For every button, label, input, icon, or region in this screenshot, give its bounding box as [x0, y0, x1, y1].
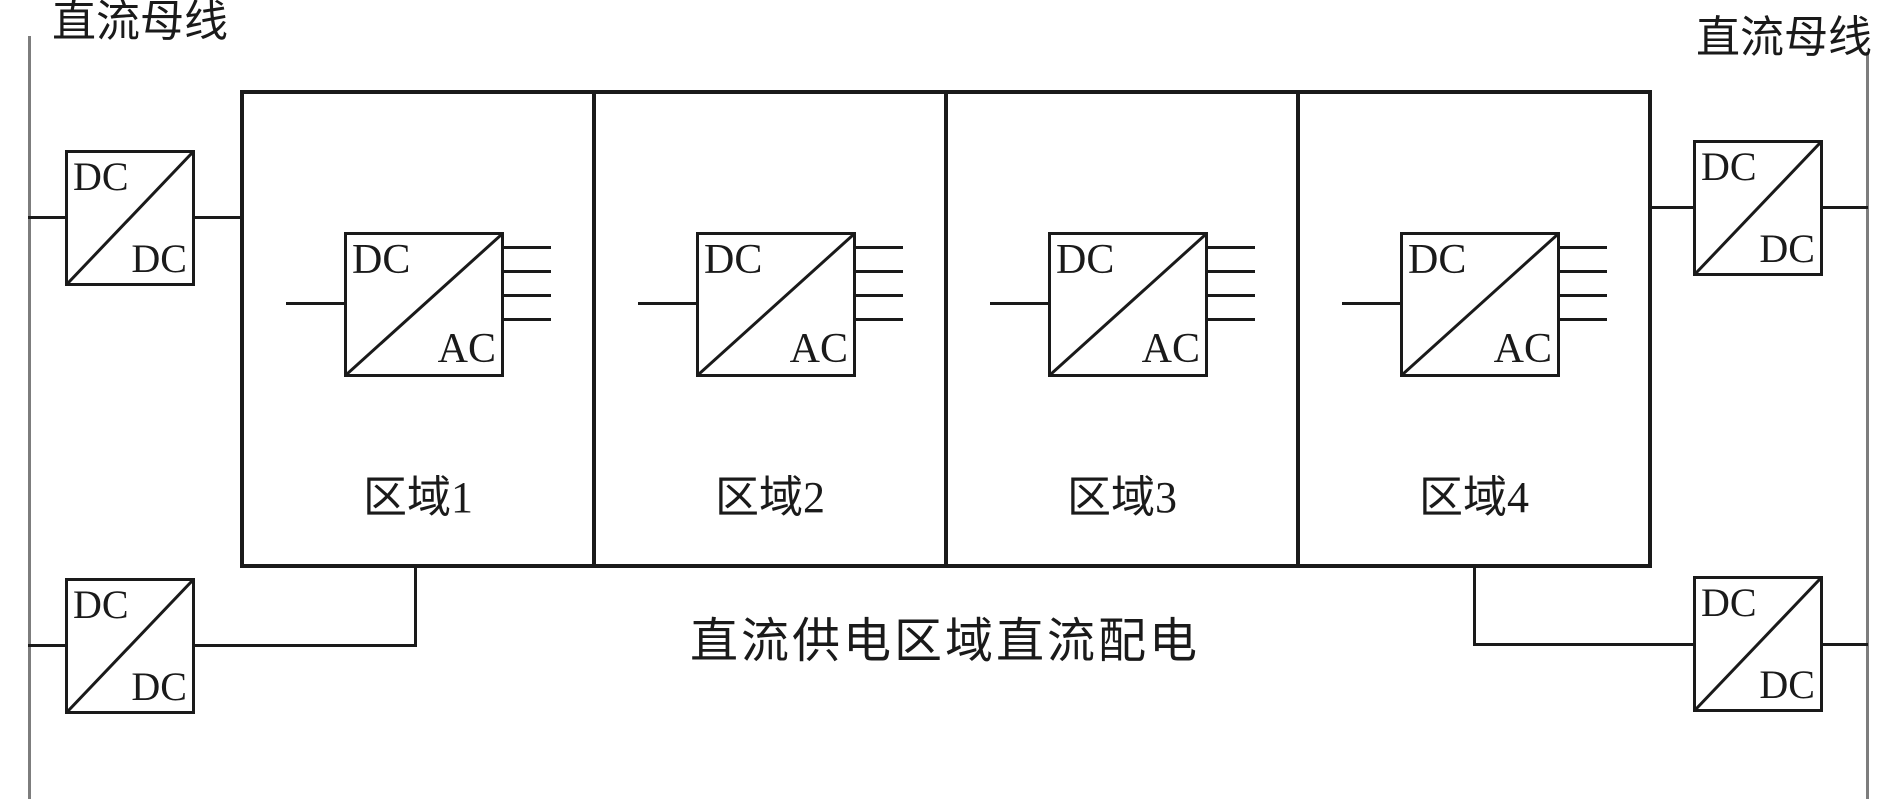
- output-wire: [856, 318, 903, 321]
- wire-riser-to-dcdc-bottom-right: [1473, 643, 1693, 646]
- wire-riser-zone4: [1473, 566, 1476, 646]
- output-wire: [1208, 270, 1255, 273]
- dcac-diagonal: [1051, 235, 1205, 374]
- dcdc-label-top: DC: [1701, 144, 1757, 189]
- wire-dcdc-top-left-to-box: [195, 216, 240, 219]
- wire-bus-to-dcdc-bottom-left: [28, 644, 65, 647]
- zone-3: DC AC 区域3: [948, 94, 1300, 564]
- dcdc-label-top: DC: [73, 582, 129, 627]
- output-wire: [1560, 246, 1607, 249]
- dcdc-diagonal: [68, 153, 192, 283]
- inverter-output-wires: [504, 232, 551, 377]
- dcdc-converter-top-left: DC DC: [65, 150, 195, 286]
- output-wire: [856, 270, 903, 273]
- dcdc-label-bottom: DC: [1759, 662, 1815, 707]
- inverter-input-wire: [286, 302, 344, 305]
- dcac-inverter: DC AC: [1048, 232, 1208, 377]
- dcac-label-bottom: AC: [1141, 326, 1200, 372]
- dcac-inverter: DC AC: [1400, 232, 1560, 377]
- zone-label: 区域1: [363, 473, 473, 522]
- zone-label: 区域3: [1067, 473, 1177, 522]
- zone-2: DC AC 区域2: [596, 94, 948, 564]
- diagram-caption: 直流供电区域直流配电: [689, 615, 1200, 668]
- dcdc-label-bottom: DC: [131, 236, 187, 281]
- dcac-label-bottom: AC: [437, 326, 496, 372]
- dcdc-diagonal: [1696, 143, 1820, 273]
- output-wire: [504, 318, 551, 321]
- dcdc-converter-bottom-left: DC DC: [65, 578, 195, 714]
- dcdc-diagonal: [68, 581, 192, 711]
- dcac-diagonal: [347, 235, 501, 374]
- dcdc-label-bottom: DC: [1759, 226, 1815, 271]
- inverter-output-wires: [856, 232, 903, 377]
- output-wire: [504, 270, 551, 273]
- dcac-inverter-unit: DC AC: [1342, 232, 1607, 377]
- output-wire: [1208, 246, 1255, 249]
- dcac-label-bottom: AC: [789, 326, 848, 372]
- dcac-inverter-unit: DC AC: [286, 232, 551, 377]
- dc-bus-right-line: [1866, 52, 1869, 799]
- dc-bus-left-line: [28, 36, 31, 799]
- wire-dcdc-top-right-to-bus: [1823, 206, 1868, 209]
- output-wire: [856, 246, 903, 249]
- output-wire: [856, 294, 903, 297]
- inverter-input-wire: [638, 302, 696, 305]
- wire-riser-zone1: [414, 566, 417, 647]
- dcdc-label-bottom: DC: [131, 664, 187, 709]
- inverter-input-wire: [990, 302, 1048, 305]
- dcac-diagonal: [699, 235, 853, 374]
- inverter-output-wires: [1208, 232, 1255, 377]
- wire-bus-to-dcdc-top-left: [28, 216, 65, 219]
- output-wire: [504, 294, 551, 297]
- output-wire: [1208, 294, 1255, 297]
- dcdc-label-top: DC: [73, 154, 129, 199]
- dcac-inverter-unit: DC AC: [638, 232, 903, 377]
- output-wire: [1560, 294, 1607, 297]
- output-wire: [1560, 270, 1607, 273]
- dcac-label-top: DC: [704, 237, 763, 283]
- dc-bus-left-label: 直流母线: [52, 0, 228, 46]
- dcac-inverter-unit: DC AC: [990, 232, 1255, 377]
- wire-box-to-dcdc-top-right: [1652, 206, 1693, 209]
- wire-dcdc-bottom-right-to-bus: [1823, 643, 1868, 646]
- dcdc-converter-bottom-right: DC DC: [1693, 576, 1823, 712]
- output-wire: [1560, 318, 1607, 321]
- zone-label: 区域2: [715, 473, 825, 522]
- output-wire: [1208, 318, 1255, 321]
- zone-label: 区域4: [1419, 473, 1529, 522]
- dcac-label-top: DC: [1408, 237, 1467, 283]
- dcac-label-top: DC: [1056, 237, 1115, 283]
- output-wire: [504, 246, 551, 249]
- zone-4: DC AC 区域4: [1300, 94, 1648, 564]
- dcdc-label-top: DC: [1701, 580, 1757, 625]
- dc-bus-right-label: 直流母线: [1696, 13, 1872, 62]
- dcac-diagonal: [1403, 235, 1557, 374]
- inverter-output-wires: [1560, 232, 1607, 377]
- inverter-input-wire: [1342, 302, 1400, 305]
- wire-dcdc-bottom-left-to-riser: [195, 644, 417, 647]
- dcdc-diagonal: [1696, 579, 1820, 709]
- dcac-label-bottom: AC: [1493, 326, 1552, 372]
- zone-1: DC AC 区域1: [244, 94, 596, 564]
- dcac-inverter: DC AC: [696, 232, 856, 377]
- dcac-inverter: DC AC: [344, 232, 504, 377]
- dcdc-converter-top-right: DC DC: [1693, 140, 1823, 276]
- dcac-label-top: DC: [352, 237, 411, 283]
- distribution-area-box: DC AC 区域1 DC AC: [240, 90, 1652, 568]
